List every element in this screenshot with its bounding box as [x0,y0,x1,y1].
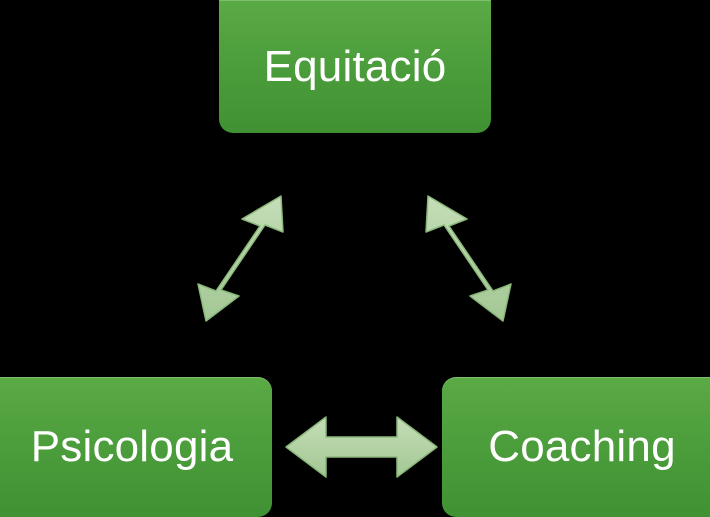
connector-psicologia-equitacio [197,195,284,322]
node-psicologia-label: Psicologia [30,422,234,471]
node-coaching[interactable]: Coaching [442,377,710,517]
node-equitacio-label: Equitació [263,41,447,91]
connector-psicologia-coaching [285,416,438,478]
node-equitacio[interactable]: Equitació [219,0,491,133]
node-psicologia[interactable]: Psicologia [0,377,272,517]
connector-equitacio-coaching [425,195,512,322]
node-coaching-label: Coaching [488,422,676,471]
